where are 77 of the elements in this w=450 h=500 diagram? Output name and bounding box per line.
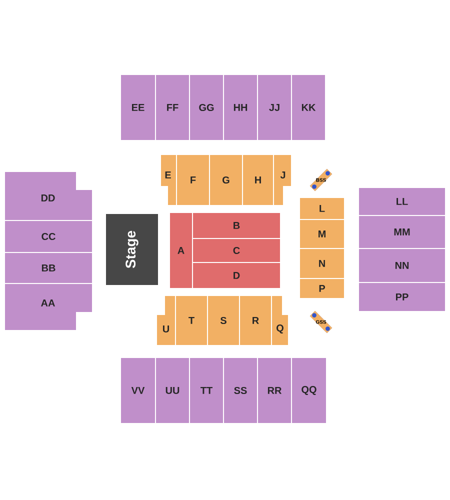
seating-section: F xyxy=(177,155,209,205)
seating-section: U xyxy=(157,296,175,345)
node-label: S xyxy=(220,316,226,324)
seating-section: MM xyxy=(359,216,445,248)
seating-section: G xyxy=(210,155,242,205)
node-label: PP xyxy=(396,294,408,300)
stage-block: Stage xyxy=(106,214,158,285)
node-label: KK xyxy=(302,104,316,111)
seating-section: Q xyxy=(272,296,288,345)
seating-section: R xyxy=(240,296,271,345)
seating-section: E xyxy=(161,155,176,205)
seating-section: LL xyxy=(359,188,445,215)
node-label: L xyxy=(320,205,325,212)
seating-section: SS xyxy=(224,358,257,423)
node-label: RR xyxy=(268,387,282,394)
node-label: Q xyxy=(276,324,284,334)
seating-section: H xyxy=(243,155,273,205)
node-label: BB xyxy=(42,264,56,272)
node-label: VV xyxy=(131,387,145,394)
node-label: MM xyxy=(394,228,410,236)
node-label: GG xyxy=(199,104,214,112)
node-label: TT xyxy=(200,387,213,394)
node-label: B xyxy=(234,222,240,229)
seating-section: QQ xyxy=(292,358,326,423)
node-label: HH xyxy=(234,104,248,111)
node-label: J xyxy=(280,172,286,178)
node-label: CC xyxy=(42,232,56,240)
node-label: C xyxy=(233,246,240,254)
seating-section: L xyxy=(300,198,344,219)
node-label: G xyxy=(222,176,230,184)
node-label: QQ xyxy=(302,386,316,395)
node-label: NN xyxy=(395,262,409,269)
node-label: D xyxy=(234,272,240,279)
seating-section: TT xyxy=(190,358,223,423)
seating-section: BB xyxy=(5,253,92,283)
seating-section: M xyxy=(300,220,344,248)
node-label: M xyxy=(318,230,326,238)
seating-section: NN xyxy=(359,249,445,282)
seating-section: N xyxy=(300,249,344,278)
seating-section: HH xyxy=(224,75,257,140)
node-label: T xyxy=(188,317,194,324)
seating-section: PP xyxy=(359,283,445,311)
node-label: N xyxy=(319,260,325,267)
node-label: R xyxy=(252,317,259,324)
seating-section: J xyxy=(274,155,291,205)
seating-section: RR xyxy=(258,358,291,423)
seating-section: CC xyxy=(5,221,92,252)
seating-section: S xyxy=(208,296,239,345)
node-label: F xyxy=(190,176,196,184)
seating-section: KK xyxy=(292,75,325,140)
seating-section: C xyxy=(193,239,280,262)
node-label: A xyxy=(178,247,184,254)
seating-section: DD xyxy=(5,172,92,220)
node-label: JJ xyxy=(269,104,280,111)
seating-section: B xyxy=(193,213,280,238)
node-label: SS xyxy=(234,386,247,394)
seating-section: JJ xyxy=(258,75,291,140)
node-label: FF xyxy=(167,104,178,111)
node-label: H xyxy=(255,176,261,184)
seating-section: D xyxy=(193,263,280,288)
seating-section: A xyxy=(170,213,192,288)
node-label: E xyxy=(165,172,171,178)
node-label: LL xyxy=(396,198,408,205)
seating-section: VV xyxy=(121,358,155,423)
seating-section: EE xyxy=(121,75,155,140)
node-label: EE xyxy=(132,104,144,111)
node-label: UU xyxy=(166,387,180,394)
node-label: P xyxy=(319,285,326,292)
seating-section: T xyxy=(176,296,207,345)
seating-section: FF xyxy=(156,75,189,140)
node-label: DD xyxy=(41,194,55,202)
seating-section: GG xyxy=(190,75,223,140)
seating-section: UU xyxy=(156,358,189,423)
seating-section: P xyxy=(300,279,344,298)
seating-section: AA xyxy=(5,284,92,330)
node-label: AA xyxy=(41,300,55,306)
node-label: U xyxy=(162,326,170,332)
